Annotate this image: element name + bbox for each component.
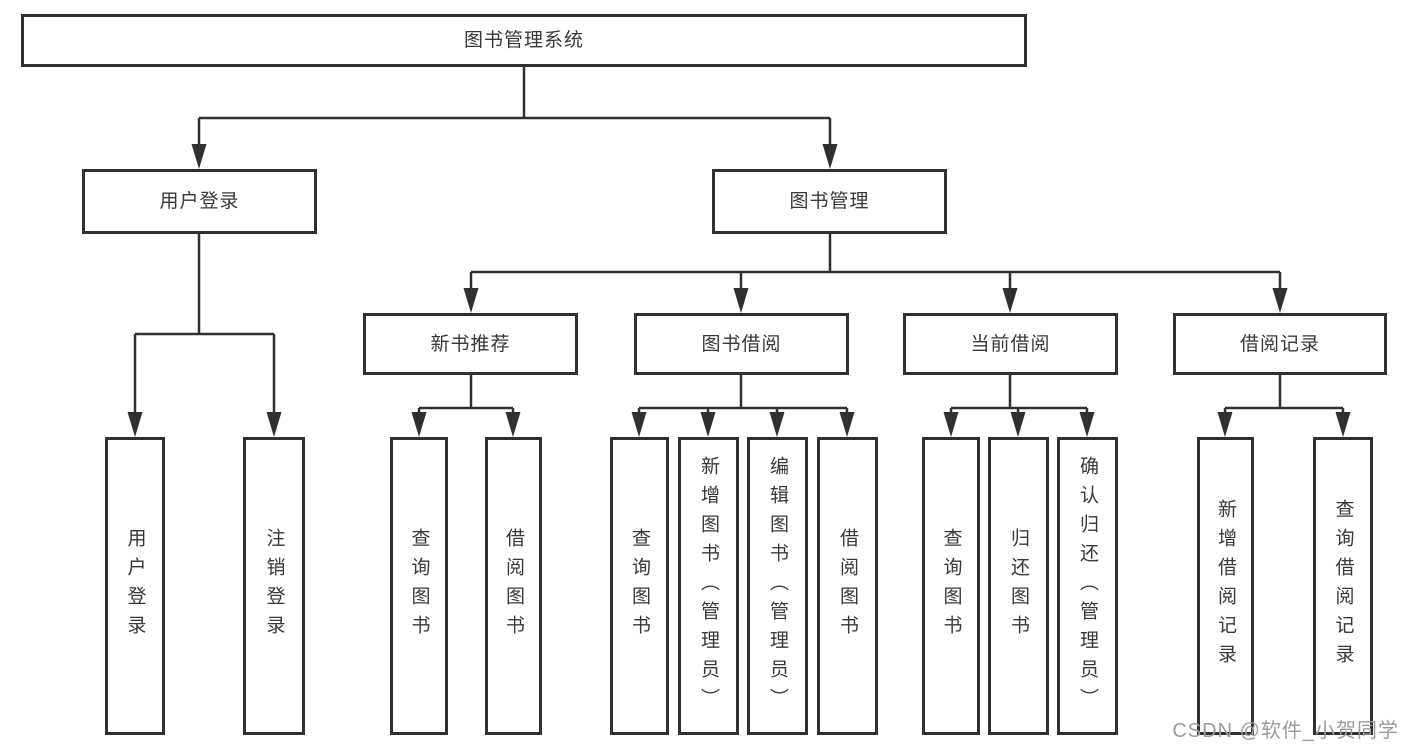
leaf-borrow-books-label: 借阅图书 bbox=[837, 528, 858, 644]
leaf-user-login-label: 用户登录 bbox=[124, 528, 146, 644]
node-book-management: 图书管理 bbox=[712, 169, 947, 234]
node-book-management-label: 图书管理 bbox=[789, 191, 870, 212]
leaf-add-borrow-record-label: 新增借阅记录 bbox=[1215, 499, 1236, 673]
csdn-watermark: CSDN @软件_小贺同学 bbox=[1172, 720, 1399, 742]
node-user-login-label: 用户登录 bbox=[159, 191, 240, 212]
leaf-add-books-admin: 新增图书（管理员） bbox=[678, 437, 739, 735]
leaf-current-query-books-label: 查询图书 bbox=[940, 528, 962, 644]
leaf-borrowing-query-books-label: 查询图书 bbox=[629, 528, 650, 644]
leaf-recommend-query-books: 查询图书 bbox=[390, 437, 448, 735]
leaf-edit-books-admin-label: 编辑图书（管理员） bbox=[767, 455, 788, 717]
node-new-book-recommend: 新书推荐 bbox=[363, 313, 578, 375]
leaf-add-borrow-record: 新增借阅记录 bbox=[1197, 437, 1254, 735]
leaf-user-login: 用户登录 bbox=[105, 437, 165, 735]
leaf-confirm-return-admin: 确认归还（管理员） bbox=[1057, 437, 1118, 735]
node-book-borrowing-label: 图书借阅 bbox=[701, 333, 782, 355]
node-new-book-recommend-label: 新书推荐 bbox=[430, 333, 511, 355]
node-root: 图书管理系统 bbox=[21, 14, 1027, 67]
node-current-borrowing: 当前借阅 bbox=[903, 313, 1118, 375]
node-book-borrowing: 图书借阅 bbox=[634, 313, 849, 375]
leaf-return-books: 归还图书 bbox=[988, 437, 1049, 735]
leaf-recommend-query-books-label: 查询图书 bbox=[408, 528, 430, 644]
leaf-recommend-borrow-books: 借阅图书 bbox=[485, 437, 542, 735]
leaf-add-books-admin-label: 新增图书（管理员） bbox=[698, 455, 719, 717]
node-current-borrowing-label: 当前借阅 bbox=[970, 333, 1051, 355]
leaf-borrowing-query-books: 查询图书 bbox=[610, 437, 669, 735]
leaf-logout: 注销登录 bbox=[243, 437, 305, 735]
leaf-return-books-label: 归还图书 bbox=[1008, 528, 1029, 644]
leaf-query-borrow-record-label: 查询借阅记录 bbox=[1332, 499, 1354, 673]
node-user-login: 用户登录 bbox=[82, 169, 317, 234]
leaf-query-borrow-record: 查询借阅记录 bbox=[1313, 437, 1373, 735]
leaf-confirm-return-admin-label: 确认归还（管理员） bbox=[1077, 455, 1098, 717]
node-borrowing-records: 借阅记录 bbox=[1173, 313, 1387, 375]
node-borrowing-records-label: 借阅记录 bbox=[1239, 333, 1320, 355]
leaf-borrow-books: 借阅图书 bbox=[817, 437, 878, 735]
node-root-label: 图书管理系统 bbox=[463, 30, 584, 51]
leaf-logout-label: 注销登录 bbox=[263, 528, 285, 644]
leaf-edit-books-admin: 编辑图书（管理员） bbox=[747, 437, 808, 735]
leaf-current-query-books: 查询图书 bbox=[922, 437, 980, 735]
leaf-recommend-borrow-books-label: 借阅图书 bbox=[503, 528, 524, 644]
